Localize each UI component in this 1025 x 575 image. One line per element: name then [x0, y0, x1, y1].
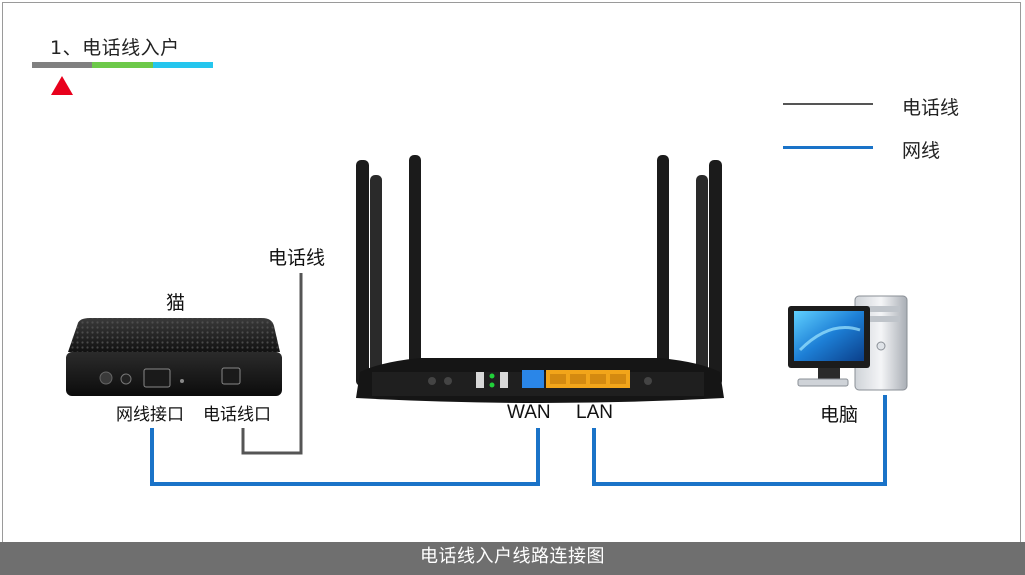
- computer-label: 电脑: [820, 404, 859, 426]
- progress-segment-1: [32, 62, 93, 68]
- phone-wire: [241, 273, 303, 455]
- legend-phone-line-label: 电话线: [902, 97, 960, 119]
- progress-segment-2: [92, 62, 153, 68]
- network-wire-modem-to-router: [150, 428, 540, 486]
- router-device: [356, 155, 724, 403]
- step-marker-triangle: [51, 76, 73, 95]
- diagram-caption-bar: 电话线入户线路连接图: [0, 542, 1025, 575]
- router-wan-label: WAN: [507, 402, 551, 423]
- step-title: 1、电话线入户: [50, 37, 180, 59]
- router-lan-label: LAN: [576, 402, 613, 423]
- legend-network-line-label: 网线: [902, 140, 941, 162]
- modem-label: 猫: [166, 292, 186, 314]
- modem-device: [66, 318, 282, 396]
- diagram-caption: 电话线入户线路连接图: [420, 546, 605, 567]
- network-wire-router-to-computer: [592, 395, 887, 486]
- phone-line-label: 电话线: [268, 247, 326, 269]
- modem-network-port-label: 网线接口: [116, 405, 184, 425]
- computer-device: [788, 295, 908, 391]
- legend-phone-line-swatch: [783, 103, 873, 105]
- step-progress-bar: [32, 62, 213, 68]
- progress-segment-3: [152, 62, 213, 68]
- modem-phone-port-label: 电话线口: [203, 405, 271, 425]
- legend-network-line-swatch: [783, 146, 873, 149]
